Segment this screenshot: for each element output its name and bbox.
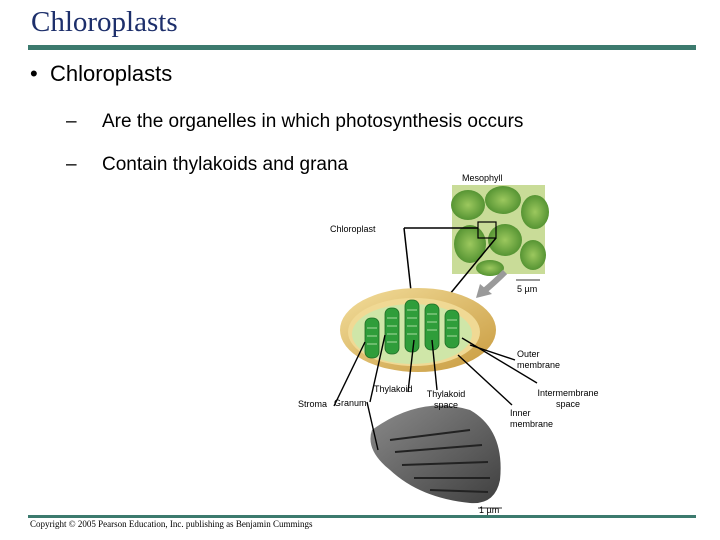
label-outer-membrane: Outer membrane xyxy=(517,349,561,370)
subbullet-text: Are the organelles in which photosynthes… xyxy=(102,111,524,132)
subbullet-text: Contain thylakoids and grana xyxy=(102,154,349,175)
chloroplast-diagram xyxy=(340,288,496,372)
label-mesophyll: Mesophyll xyxy=(462,173,503,183)
label-intermembrane-space: Intermembrane space xyxy=(537,388,599,409)
mesophyll-cell xyxy=(485,186,521,214)
label-thylakoid-space: Thylakoid space xyxy=(426,389,466,410)
mesophyll-cell xyxy=(454,225,486,263)
sub-marker: – xyxy=(66,111,77,132)
subbullet-organelles: – Are the organelles in which photosynthe… xyxy=(66,111,523,133)
label-stroma: Stroma xyxy=(298,399,328,409)
mesophyll-cell xyxy=(451,190,485,220)
callout-line xyxy=(403,227,413,301)
mesophyll-cell xyxy=(521,195,549,229)
bullet-chloroplasts: • Chloroplasts xyxy=(30,61,172,87)
footer-divider xyxy=(28,515,696,518)
label-leaders xyxy=(333,334,538,451)
sub-marker: – xyxy=(66,154,77,175)
callout-line xyxy=(444,237,497,301)
mesophyll-cell xyxy=(520,240,546,270)
chloroplast-micrograph xyxy=(370,405,501,504)
copyright-text: Copyright © 2005 Pearson Education, Inc.… xyxy=(30,519,313,529)
bullet-text: Chloroplasts xyxy=(50,61,173,86)
mesophyll-cell xyxy=(476,260,504,276)
zoom-box xyxy=(477,221,497,239)
subbullet-thylakoids: – Contain thylakoids and grana xyxy=(66,154,348,176)
mesophyll-cell xyxy=(488,224,522,256)
label-scale-5um: 5 µm xyxy=(517,284,538,294)
thylakoid-lines xyxy=(367,309,457,345)
slide-title: Chloroplasts xyxy=(31,6,178,38)
label-thylakoid: Thylakoid xyxy=(374,384,413,394)
label-inner-membrane: Inner membrane xyxy=(510,408,554,429)
title-divider xyxy=(28,45,696,50)
bullet-marker: • xyxy=(30,61,38,86)
label-granum: Granum xyxy=(334,398,367,408)
label-chloroplast: Chloroplast xyxy=(330,224,376,234)
label-scale-1um: 1 µm xyxy=(479,505,500,515)
zoom-arrow-head xyxy=(476,284,492,298)
mesophyll-micrograph xyxy=(451,185,549,276)
